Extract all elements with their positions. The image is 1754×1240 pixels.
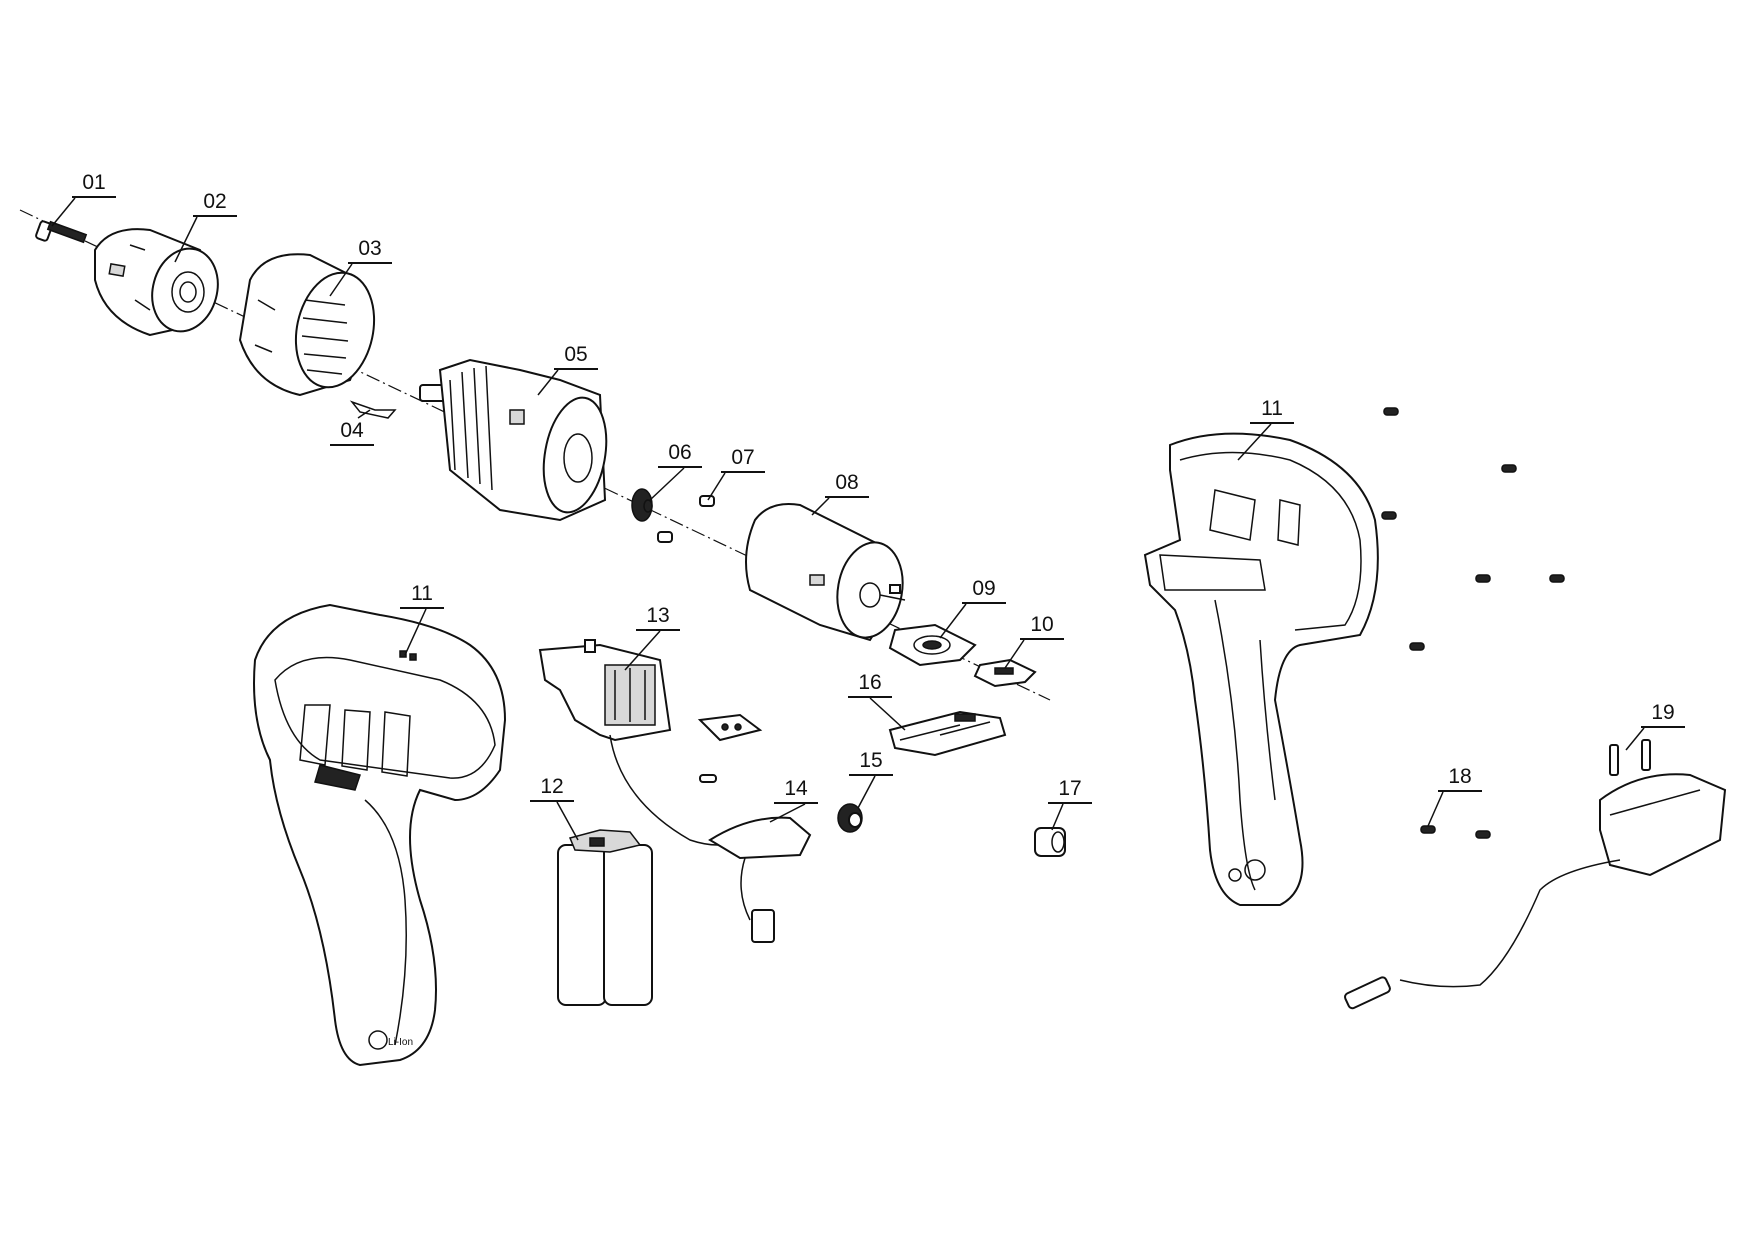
part-03-clutch-ring [238, 253, 376, 397]
callout-06: 06 [658, 442, 702, 468]
part-19-charger [1343, 739, 1727, 1010]
part-10-switch-plate [973, 658, 1037, 688]
part-04-spring-clip [349, 400, 397, 419]
part-14-pcb [697, 713, 812, 943]
part-15-led-holder [837, 803, 863, 833]
callout-03: 03 [348, 238, 392, 264]
part-01-screw [35, 220, 88, 244]
callout-10: 10 [1020, 614, 1064, 640]
housing-logo: Li-Ion [388, 1037, 413, 1048]
part-11-housing-right [1143, 432, 1379, 906]
callout-19: 19 [1641, 702, 1685, 728]
part-16-slide [888, 710, 1007, 757]
part-12-battery-pack [557, 829, 653, 1006]
part-07-screws [657, 495, 715, 543]
leader-lines [51, 197, 1645, 841]
part-18-screws [1381, 407, 1565, 839]
callout-12: 12 [530, 776, 574, 802]
part-17-bushing [1034, 827, 1066, 857]
part-08-motor [745, 503, 906, 642]
callout-17: 17 [1048, 778, 1092, 804]
callout-13: 13 [636, 605, 680, 631]
part-11-housing-left: Li-Ion [253, 603, 507, 1067]
callout-08: 08 [825, 472, 869, 498]
callout-02: 02 [193, 191, 237, 217]
part-09-motor-plate [888, 623, 977, 667]
part-05-gearbox [419, 358, 608, 522]
callout-07: 07 [721, 447, 765, 473]
part-06-pinion-gear [631, 488, 653, 522]
callout-04: 04 [330, 420, 374, 446]
callout-16: 16 [848, 672, 892, 698]
callout-11-left: 11 [400, 583, 444, 609]
callout-01: 01 [72, 172, 116, 198]
callout-11-right: 11 [1250, 398, 1294, 424]
callout-09: 09 [962, 578, 1006, 604]
callout-15: 15 [849, 750, 893, 776]
part-13-switch [538, 639, 741, 846]
callout-18: 18 [1438, 766, 1482, 792]
callout-05: 05 [554, 344, 598, 370]
callout-14: 14 [774, 778, 818, 804]
part-02-chuck [94, 228, 219, 337]
